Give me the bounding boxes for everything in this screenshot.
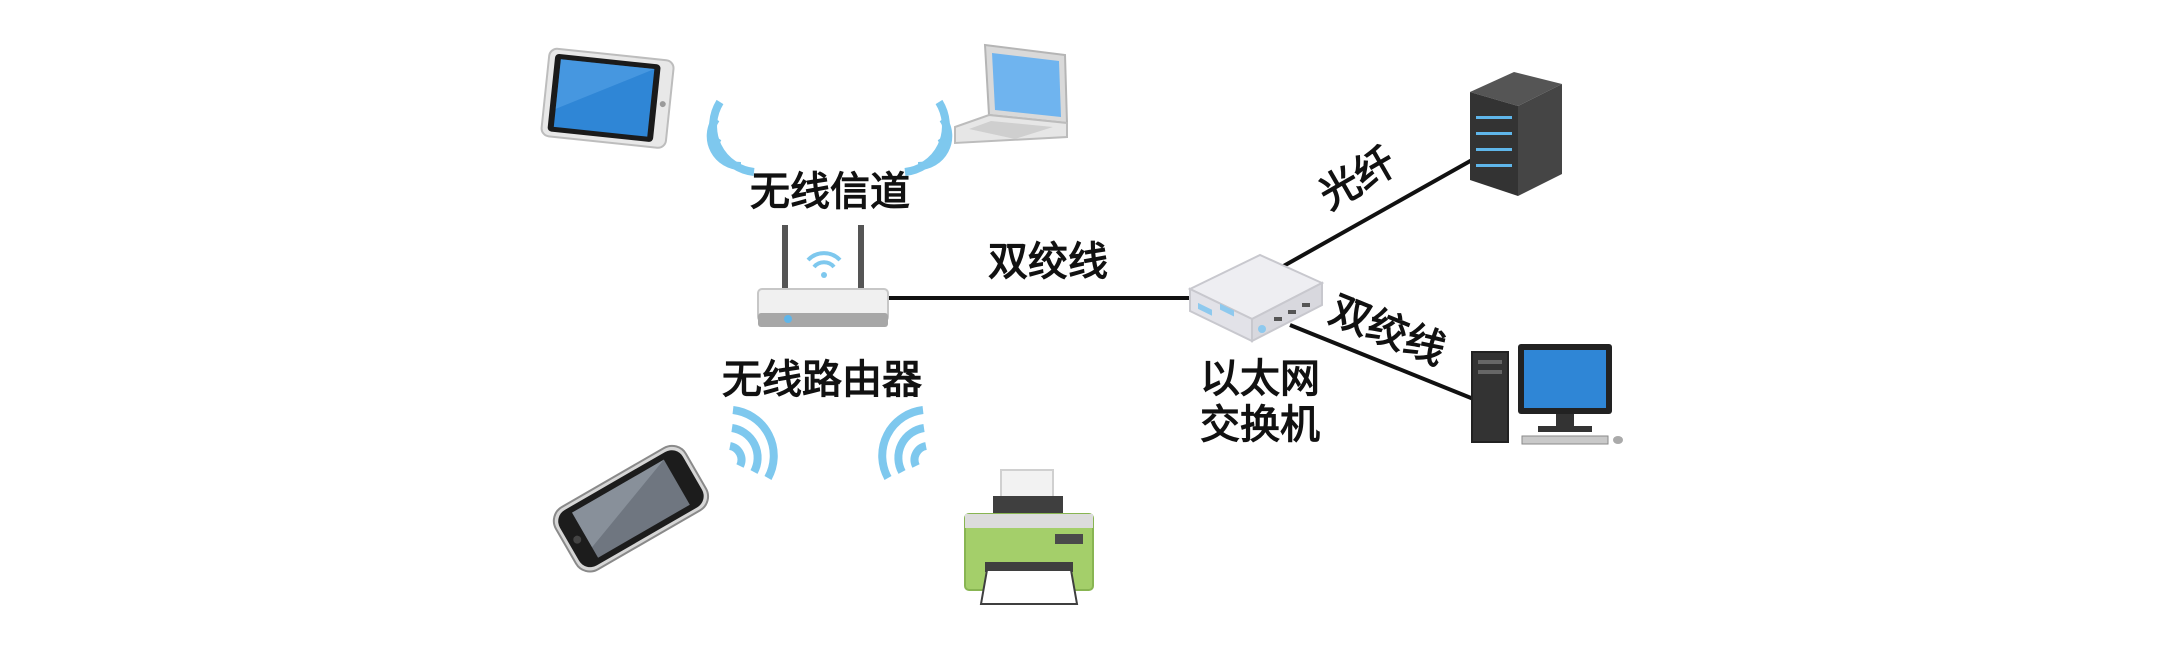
ethernet-switch-icon — [1187, 253, 1325, 343]
tablet-icon — [540, 47, 675, 149]
wifi-signal-icon — [904, 99, 953, 176]
printer-icon — [964, 469, 1094, 605]
label-ethernet-switch: 以太网 交换机 — [1200, 356, 1320, 448]
smartphone-icon — [552, 444, 710, 573]
label-wireless-channel: 无线信道 — [750, 169, 910, 215]
label-ethernet-switch-line1: 以太网 — [1200, 356, 1320, 402]
laptop-icon — [954, 43, 1069, 145]
server-icon — [1470, 72, 1562, 196]
wifi-signal-icon — [878, 406, 928, 480]
wifi-signal-icon — [706, 99, 755, 176]
link-switch-server — [1279, 158, 1473, 270]
desktop-computer-icon — [1471, 344, 1623, 445]
label-twisted-pair-router-switch: 双绞线 — [988, 239, 1108, 285]
link-switch-pc — [1289, 323, 1477, 402]
wireless-router-icon — [757, 225, 889, 327]
label-ethernet-switch-line2: 交换机 — [1200, 402, 1320, 448]
wifi-signal-icon — [728, 406, 778, 480]
label-wireless-router: 无线路由器 — [722, 357, 922, 403]
